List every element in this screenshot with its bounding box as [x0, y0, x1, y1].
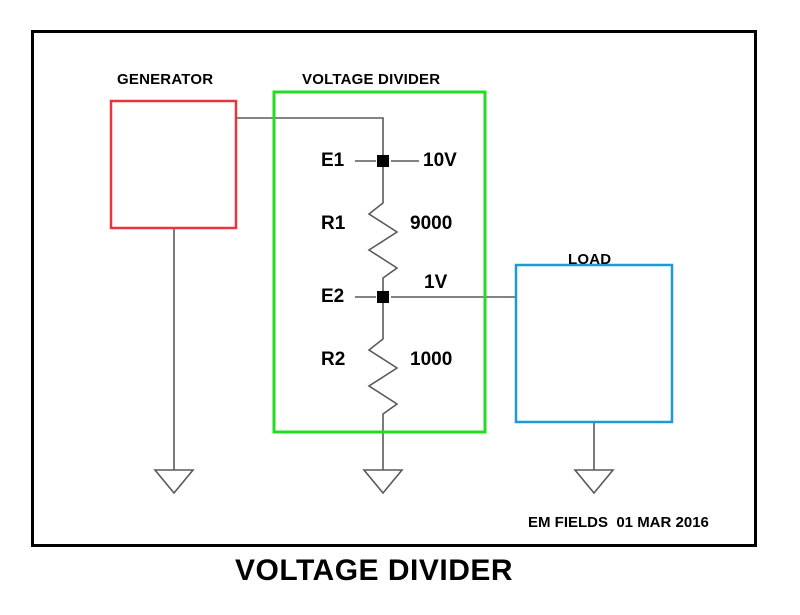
ground-symbol-divider	[362, 469, 404, 495]
node-label-e1: E1	[321, 150, 345, 171]
node-label-e2: E2	[321, 286, 345, 307]
outer-border	[31, 30, 757, 547]
generator-label: GENERATOR	[117, 71, 214, 88]
ground-symbol-generator	[153, 469, 195, 495]
node-dot-e1	[377, 155, 389, 167]
resistor-r1-symbol	[367, 165, 399, 292]
diagram-caption: VOLTAGE DIVIDER	[235, 554, 514, 587]
generator-box[interactable]	[109, 99, 238, 230]
voltage-divider-box[interactable]	[272, 90, 487, 434]
voltage-divider-label: VOLTAGE DIVIDER	[302, 71, 441, 88]
footer-credit: EM FIELDS 01 MAR 2016	[528, 514, 709, 531]
node-dot-e2	[377, 291, 389, 303]
resistor-value-r2: 1000	[410, 349, 453, 370]
resistor-label-r2: R2	[321, 349, 346, 370]
node-voltage-e2: 1V	[424, 272, 448, 293]
load-label: LOAD	[568, 251, 612, 268]
resistor-label-r1: R1	[321, 213, 346, 234]
resistor-value-r1: 9000	[410, 213, 453, 234]
ground-symbol-load	[573, 469, 615, 495]
wire-generator-to-e1	[236, 117, 384, 157]
load-box[interactable]	[514, 263, 674, 424]
node-voltage-e1: 10V	[423, 150, 457, 171]
resistor-r2-symbol	[367, 301, 399, 470]
